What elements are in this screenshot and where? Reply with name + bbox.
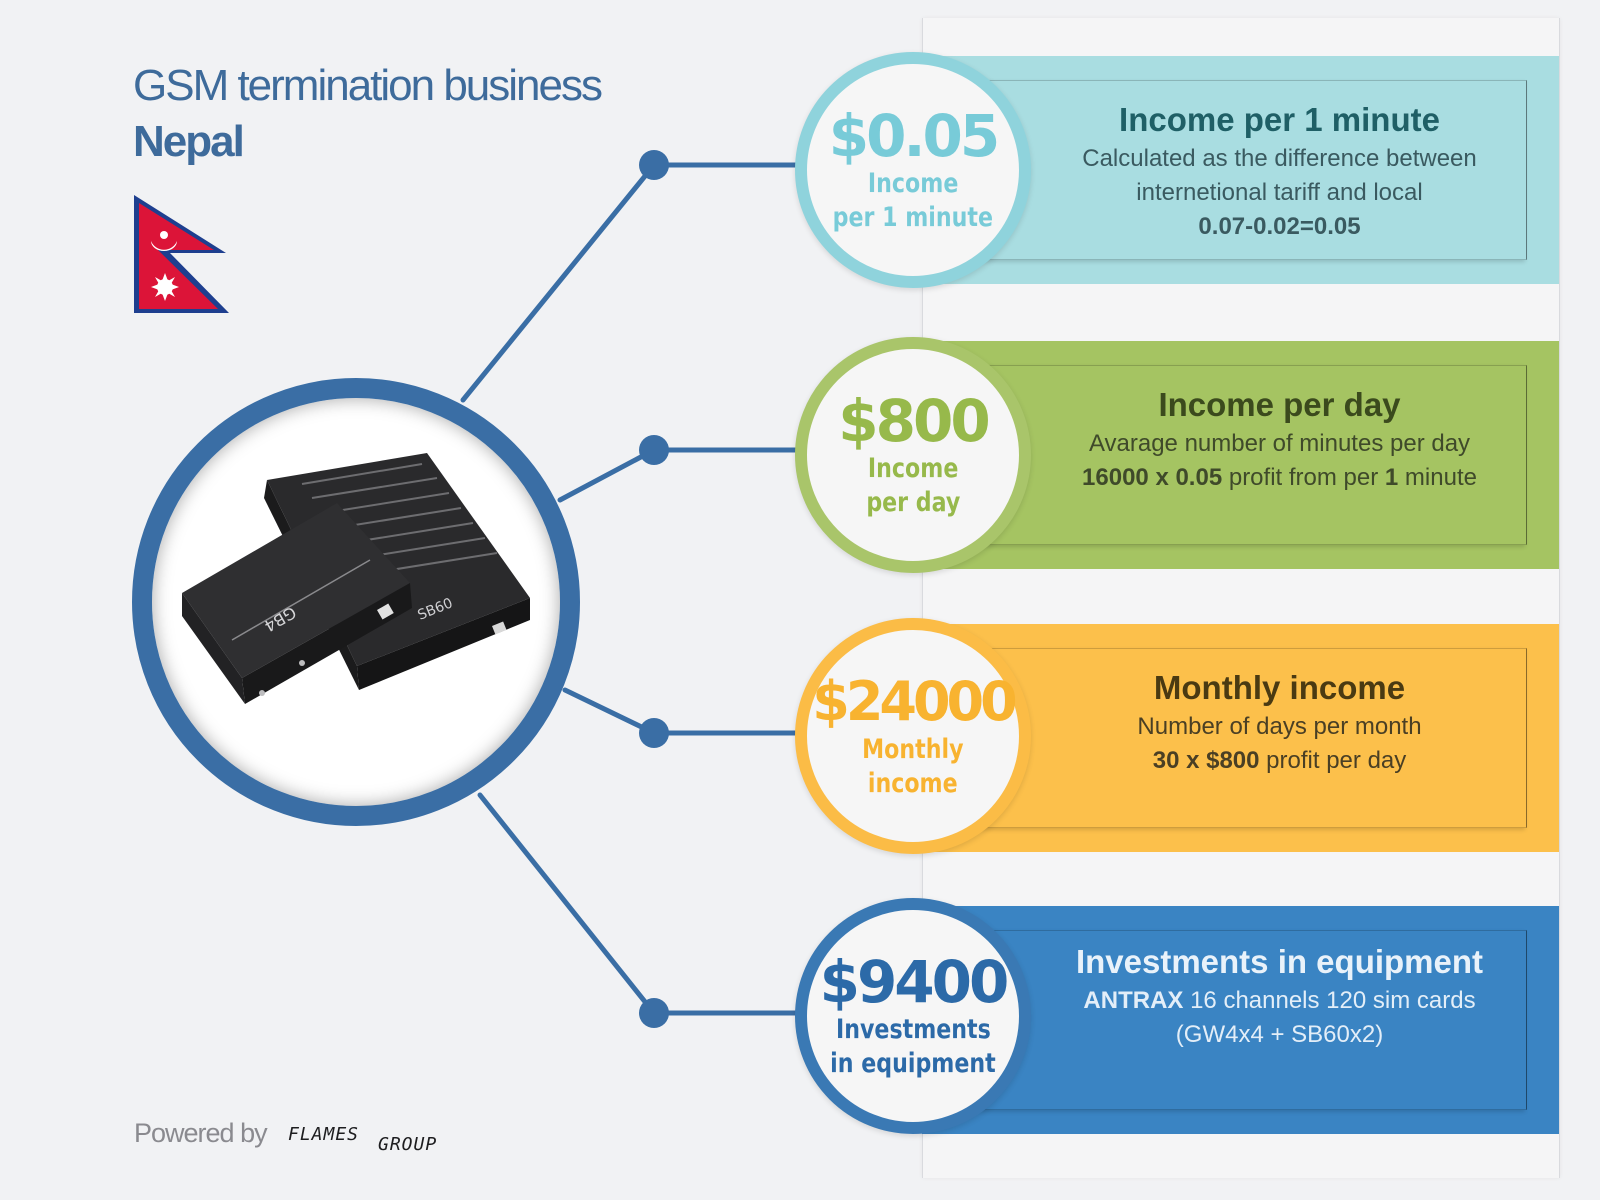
info-card	[982, 930, 1527, 1110]
page-title: GSM termination business	[133, 61, 603, 110]
info-band-income-per-day: Income per day Avarage number of minutes…	[922, 341, 1559, 569]
info-bold-value: 16000 x 0.05	[1082, 464, 1223, 491]
info-line: 30 x $800 profit per day	[1022, 744, 1537, 778]
info-title: Income per 1 minute	[1119, 101, 1440, 138]
badge-amount: $9400	[819, 948, 1010, 1016]
badge-amount: $800	[838, 387, 990, 455]
info-card	[982, 365, 1527, 545]
info-text: Monthly income Number of days per month …	[1022, 668, 1537, 778]
connector-dot-4	[639, 998, 669, 1028]
info-text: Investments in equipment ANTRAX 16 chann…	[1022, 942, 1537, 1052]
value-badge-investments: $9400 Investments in equipment	[795, 898, 1031, 1134]
info-line: internetional tariff and local	[1136, 179, 1423, 206]
info-title: Monthly income	[1153, 669, 1406, 706]
info-text-span: minute	[1398, 464, 1477, 491]
info-formula: 0.07-0.02=0.05	[1198, 213, 1361, 240]
country-name: Nepal	[133, 117, 245, 166]
badge-caption: per day	[865, 487, 961, 518]
badge-caption: Investments	[835, 1014, 991, 1045]
connector-1	[460, 162, 803, 403]
badge-amount: $0.05	[828, 102, 1000, 170]
info-band-income-per-minute: Income per 1 minute Calculated as the di…	[922, 56, 1559, 284]
badge-caption: Income	[867, 168, 959, 199]
info-card	[982, 80, 1527, 260]
info-text-span: 16 channels 120 sim cards	[1183, 987, 1476, 1014]
page-heading: GSM termination business Nepal	[133, 58, 603, 170]
info-text-span: profit from per	[1222, 464, 1385, 491]
flames-group-logo: FLAMES GROUP	[288, 1124, 436, 1155]
badge-caption: income	[868, 768, 958, 799]
info-title: Investments in equipment	[1075, 943, 1484, 980]
info-title: Income per day	[1158, 386, 1401, 423]
badge-caption: Monthly	[862, 734, 964, 765]
info-line: Calculated as the difference between	[1082, 145, 1477, 172]
connector-4	[477, 792, 803, 1016]
logo-line1: FLAMES	[288, 1124, 360, 1145]
info-bold-value: 1	[1384, 464, 1399, 491]
info-line: (GW4x4 + SB60x2)	[1175, 1021, 1384, 1048]
badge-caption: Income	[867, 453, 959, 484]
info-text-span: profit per day	[1259, 747, 1407, 774]
connector-dot-3	[639, 718, 669, 748]
connector-dot-1	[639, 150, 669, 180]
badge-caption: in equipment	[830, 1048, 996, 1079]
badge-amount: $24000	[812, 670, 1017, 733]
info-line: ANTRAX 16 channels 120 sim cards	[1022, 984, 1537, 1018]
value-badge-income-per-day: $800 Income per day	[795, 337, 1031, 573]
info-bold-value: 30 x $800	[1152, 747, 1260, 774]
gsm-gateway-device-image: SB60 GB4	[182, 453, 530, 704]
info-line: Number of days per month	[1137, 713, 1422, 740]
powered-by-label: Powered by	[134, 1118, 268, 1148]
badge-caption: per 1 minute	[832, 202, 994, 233]
logo-line2: GROUP	[378, 1134, 438, 1155]
nepal-flag-icon	[134, 195, 229, 313]
info-text: Income per 1 minute Calculated as the di…	[1022, 100, 1537, 244]
connector-dot-2	[639, 435, 669, 465]
info-card	[982, 648, 1527, 828]
device-photo-circle: SB60 GB4	[132, 378, 580, 826]
info-line: 16000 x 0.05 profit from per 1 minute	[1022, 461, 1537, 495]
connector-3	[562, 687, 803, 736]
info-bold-value: ANTRAX	[1083, 987, 1184, 1014]
value-badge-income-per-minute: $0.05 Income per 1 minute	[795, 52, 1031, 288]
info-line: Avarage number of minutes per day	[1088, 430, 1471, 457]
connector-2	[557, 447, 803, 503]
info-text: Income per day Avarage number of minutes…	[1022, 385, 1537, 495]
value-badge-monthly-income: $24000 Monthly income	[795, 618, 1031, 854]
